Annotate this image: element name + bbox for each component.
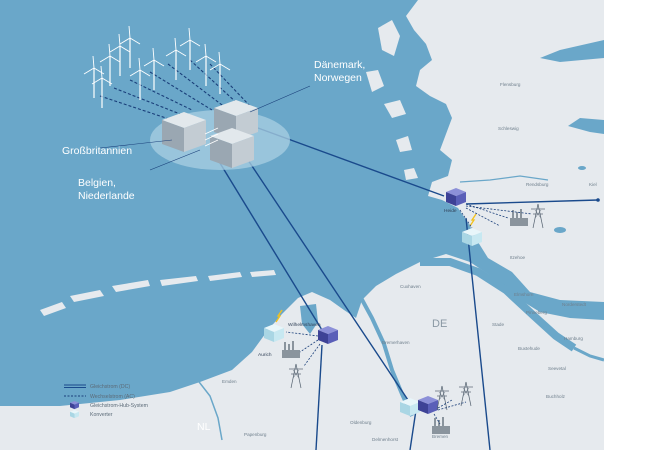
- city-buchholz: Buchholz: [546, 394, 566, 399]
- hub-wilhelmshaven: [264, 309, 338, 389]
- dc-line-bremen-south: [409, 409, 417, 450]
- island-north-5: [404, 168, 418, 180]
- label-country-netherlands: NL: [197, 421, 211, 433]
- lake-1: [554, 227, 566, 233]
- city-hamburg: Hamburg: [564, 336, 583, 341]
- city-flensburg: Flensburg: [500, 82, 521, 87]
- hub-connector-lines: [204, 127, 219, 147]
- city-wilhelmshaven: Wilhelmshaven: [288, 322, 321, 328]
- legend-item-hub: Gleichstrom-Hub-System: [70, 401, 148, 410]
- legend-label-converter: Konverter: [90, 412, 113, 418]
- hub-bremen: [400, 381, 474, 434]
- right-margin: [604, 0, 650, 450]
- label-denmark-norway-line2: Norwegen: [314, 72, 362, 84]
- dc-line-hub-wilhelmshaven: [211, 149, 323, 331]
- island-east-frisian-2: [112, 280, 150, 292]
- island-north-1: [378, 20, 400, 56]
- label-belgium-netherlands-line2: Niederlande: [78, 190, 135, 202]
- lake-2: [578, 166, 586, 170]
- city-pinneberg: Pinneberg: [526, 310, 547, 315]
- city-papenburg: Papenburg: [244, 432, 267, 437]
- city-norderstedt: Norderstedt: [562, 302, 587, 307]
- label-pointer-lines: [99, 85, 311, 171]
- city-buxtehude: Buxtehude: [518, 346, 540, 351]
- legend-label-hub: Gleichstrom-Hub-System: [90, 403, 148, 409]
- city-seevetal: Seevetal: [548, 366, 566, 371]
- river-eider: [459, 175, 549, 183]
- city-bremen: Bremen: [432, 434, 449, 439]
- island-north-2: [366, 70, 384, 92]
- baltic-inlet-flensburg: [540, 40, 604, 62]
- river-elbe-upper: [573, 346, 605, 362]
- island-north-3: [384, 100, 406, 118]
- island-east-frisian-5: [250, 270, 276, 277]
- city-heide: Heide: [444, 208, 457, 214]
- city-aurich: Aurich: [258, 352, 272, 358]
- dc-terminal-kiel: [596, 198, 600, 202]
- label-country-germany: DE: [432, 318, 447, 330]
- label-denmark-norway-line1: Dänemark,: [314, 59, 365, 71]
- jade-bay: [300, 304, 318, 334]
- legend-label-ac: Wechselstrom (AC): [90, 394, 135, 400]
- city-oldenburg: Oldenburg: [350, 420, 372, 425]
- ac-cables: [99, 59, 251, 121]
- lightning-icon: [275, 309, 283, 323]
- legend: Gleichstrom (DC) Wechselstrom (AC) Gleic…: [64, 384, 148, 419]
- lightning-icon: [469, 213, 477, 227]
- island-north-4: [396, 136, 412, 152]
- river-ems: [195, 377, 223, 441]
- hub-heide: [446, 188, 546, 246]
- legend-label-dc: Gleichstrom (DC): [90, 384, 130, 390]
- city-cuxhaven: Cuxhaven: [400, 284, 421, 289]
- land-lower-saxony: [0, 254, 604, 450]
- city-elmshorn: Elmshorn: [514, 292, 534, 297]
- label-great-britain: Großbritannien: [62, 145, 132, 157]
- dc-line-hub-bremen: [243, 153, 409, 401]
- city-delmenhorst: Delmenhorst: [372, 437, 399, 442]
- legend-item-ac: Wechselstrom (AC): [64, 394, 135, 400]
- island-east-frisian-1: [70, 290, 104, 302]
- island-west-frisian: [40, 302, 66, 316]
- river-weser: [358, 295, 414, 417]
- city-itzehoe: Itzehoe: [510, 255, 526, 260]
- legend-item-converter: Konverter: [70, 410, 113, 419]
- city-bremerhaven: Bremerhaven: [382, 340, 410, 345]
- legend-item-dc: Gleichstrom (DC): [64, 384, 130, 390]
- dc-line-wilhelmshaven-south: [315, 344, 323, 450]
- land-schleswig-holstein: [406, 0, 604, 302]
- label-belgium-netherlands-line1: Belgien,: [78, 177, 116, 189]
- dc-line-heide-kiel: [465, 199, 599, 205]
- city-stade: Stade: [492, 322, 504, 327]
- island-east-frisian-4: [208, 272, 242, 281]
- city-rendsburg: Rendsburg: [526, 182, 549, 187]
- dc-line-heide-south: [465, 217, 491, 450]
- city-schleswig: Schleswig: [498, 126, 519, 131]
- city-kiel: Kiel: [589, 182, 597, 187]
- island-east-frisian-3: [160, 276, 198, 286]
- baltic-inlet-north: [568, 118, 604, 134]
- city-emden: Emden: [222, 379, 237, 384]
- river-elbe: [420, 258, 577, 352]
